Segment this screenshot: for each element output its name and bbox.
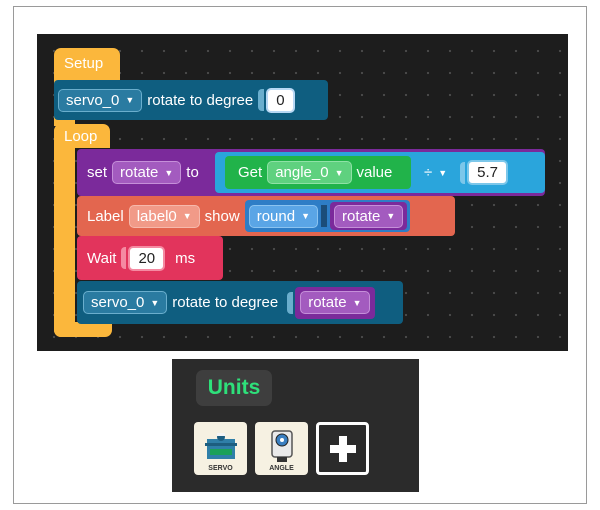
degree-value-field[interactable]: 0 <box>266 87 295 113</box>
setup-label: Setup <box>64 55 104 72</box>
variable-block-rotate[interactable]: rotate ▼ <box>330 202 408 230</box>
setup-block[interactable] <box>54 48 120 80</box>
loop-label: Loop <box>64 128 98 145</box>
add-unit-button[interactable] <box>316 422 369 475</box>
chevron-down-icon: ▼ <box>334 167 344 178</box>
input-socket <box>287 291 294 314</box>
angle-dropdown[interactable]: angle_0 ▼ <box>267 161 352 184</box>
show-text: show <box>204 207 240 225</box>
variable-dropdown-rotate[interactable]: rotate ▼ <box>112 161 182 184</box>
chevron-down-icon: ▼ <box>438 167 448 178</box>
angle-icon <box>270 430 293 462</box>
label-text: Label <box>87 207 124 225</box>
servo-dropdown-setup-label: servo_0 <box>66 91 120 109</box>
input-socket <box>258 89 265 111</box>
servo-dropdown-loop[interactable]: servo_0 ▼ <box>83 291 168 314</box>
operator-dropdown[interactable]: ÷ ▼ <box>417 162 454 183</box>
label-show-block[interactable]: Label label0 ▼ show round ▼ rotate ▼ <box>77 196 455 236</box>
wait-text: Wait <box>87 249 117 267</box>
chevron-down-icon: ▼ <box>164 167 174 178</box>
unit-servo-label: SERVO <box>208 465 233 472</box>
ms-text: ms <box>175 249 196 267</box>
variable-dropdown-label: rotate <box>308 294 347 311</box>
round-dropdown-label: round <box>256 207 296 225</box>
variable-dropdown-rotate[interactable]: rotate ▼ <box>300 291 370 314</box>
get-text: Get <box>238 164 263 181</box>
chevron-down-icon: ▼ <box>301 211 310 221</box>
chevron-down-icon: ▼ <box>386 211 396 221</box>
angle-dropdown-label: angle_0 <box>275 164 329 181</box>
divisor-field[interactable]: 5.7 <box>467 160 509 185</box>
wait-value-field[interactable]: 20 <box>128 245 166 271</box>
chevron-down-icon: ▼ <box>352 297 362 308</box>
value-text: value <box>356 164 393 181</box>
servo-dropdown-loop-label: servo_0 <box>91 294 145 311</box>
plus-icon <box>329 435 356 462</box>
loop-block[interactable] <box>54 124 110 148</box>
units-title: Units <box>196 370 272 406</box>
variable-dropdown-rotate[interactable]: rotate ▼ <box>334 204 404 228</box>
servo-rotate-block-setup[interactable]: servo_0 ▼ rotate to degree 0 <box>54 80 328 120</box>
unit-angle-label: ANGLE <box>269 465 294 472</box>
wait-block[interactable]: Wait 20 ms <box>77 236 223 280</box>
loop-block-side <box>54 124 75 337</box>
servo-icon <box>204 433 237 459</box>
set-variable-block[interactable]: set rotate ▼ to Get angle_0 ▼ value ÷ ▼ … <box>77 149 545 196</box>
input-socket <box>460 161 466 184</box>
loop-block-foot <box>54 322 112 337</box>
divide-math-block[interactable]: Get angle_0 ▼ value ÷ ▼ 5.7 <box>215 152 545 193</box>
input-socket <box>121 247 127 269</box>
variable-block-rotate[interactable]: rotate ▼ <box>295 286 375 319</box>
rotate-to-degree-text: rotate to degree <box>147 91 254 109</box>
set-text: set <box>87 164 108 181</box>
servo-rotate-block-loop[interactable]: servo_0 ▼ rotate to degree rotate ▼ <box>77 281 403 324</box>
variable-dropdown-label: rotate <box>120 164 159 181</box>
servo-dropdown-setup[interactable]: servo_0 ▼ <box>58 88 143 112</box>
label-dropdown-label: label0 <box>136 207 177 225</box>
operator-label: ÷ <box>424 164 433 181</box>
chevron-down-icon: ▼ <box>150 297 160 308</box>
unit-card-servo[interactable]: SERVO <box>194 422 247 475</box>
chevron-down-icon: ▼ <box>125 95 135 105</box>
input-socket <box>321 205 327 227</box>
round-dropdown[interactable]: round ▼ <box>248 204 318 228</box>
to-text: to <box>186 164 199 181</box>
chevron-down-icon: ▼ <box>182 211 192 221</box>
round-block[interactable]: round ▼ rotate ▼ <box>244 200 411 232</box>
get-value-block[interactable]: Get angle_0 ▼ value <box>225 156 411 189</box>
rotate-to-degree-text: rotate to degree <box>172 294 279 311</box>
unit-card-angle[interactable]: ANGLE <box>255 422 308 475</box>
variable-dropdown-label: rotate <box>342 207 381 225</box>
label-dropdown[interactable]: label0 ▼ <box>128 204 200 228</box>
